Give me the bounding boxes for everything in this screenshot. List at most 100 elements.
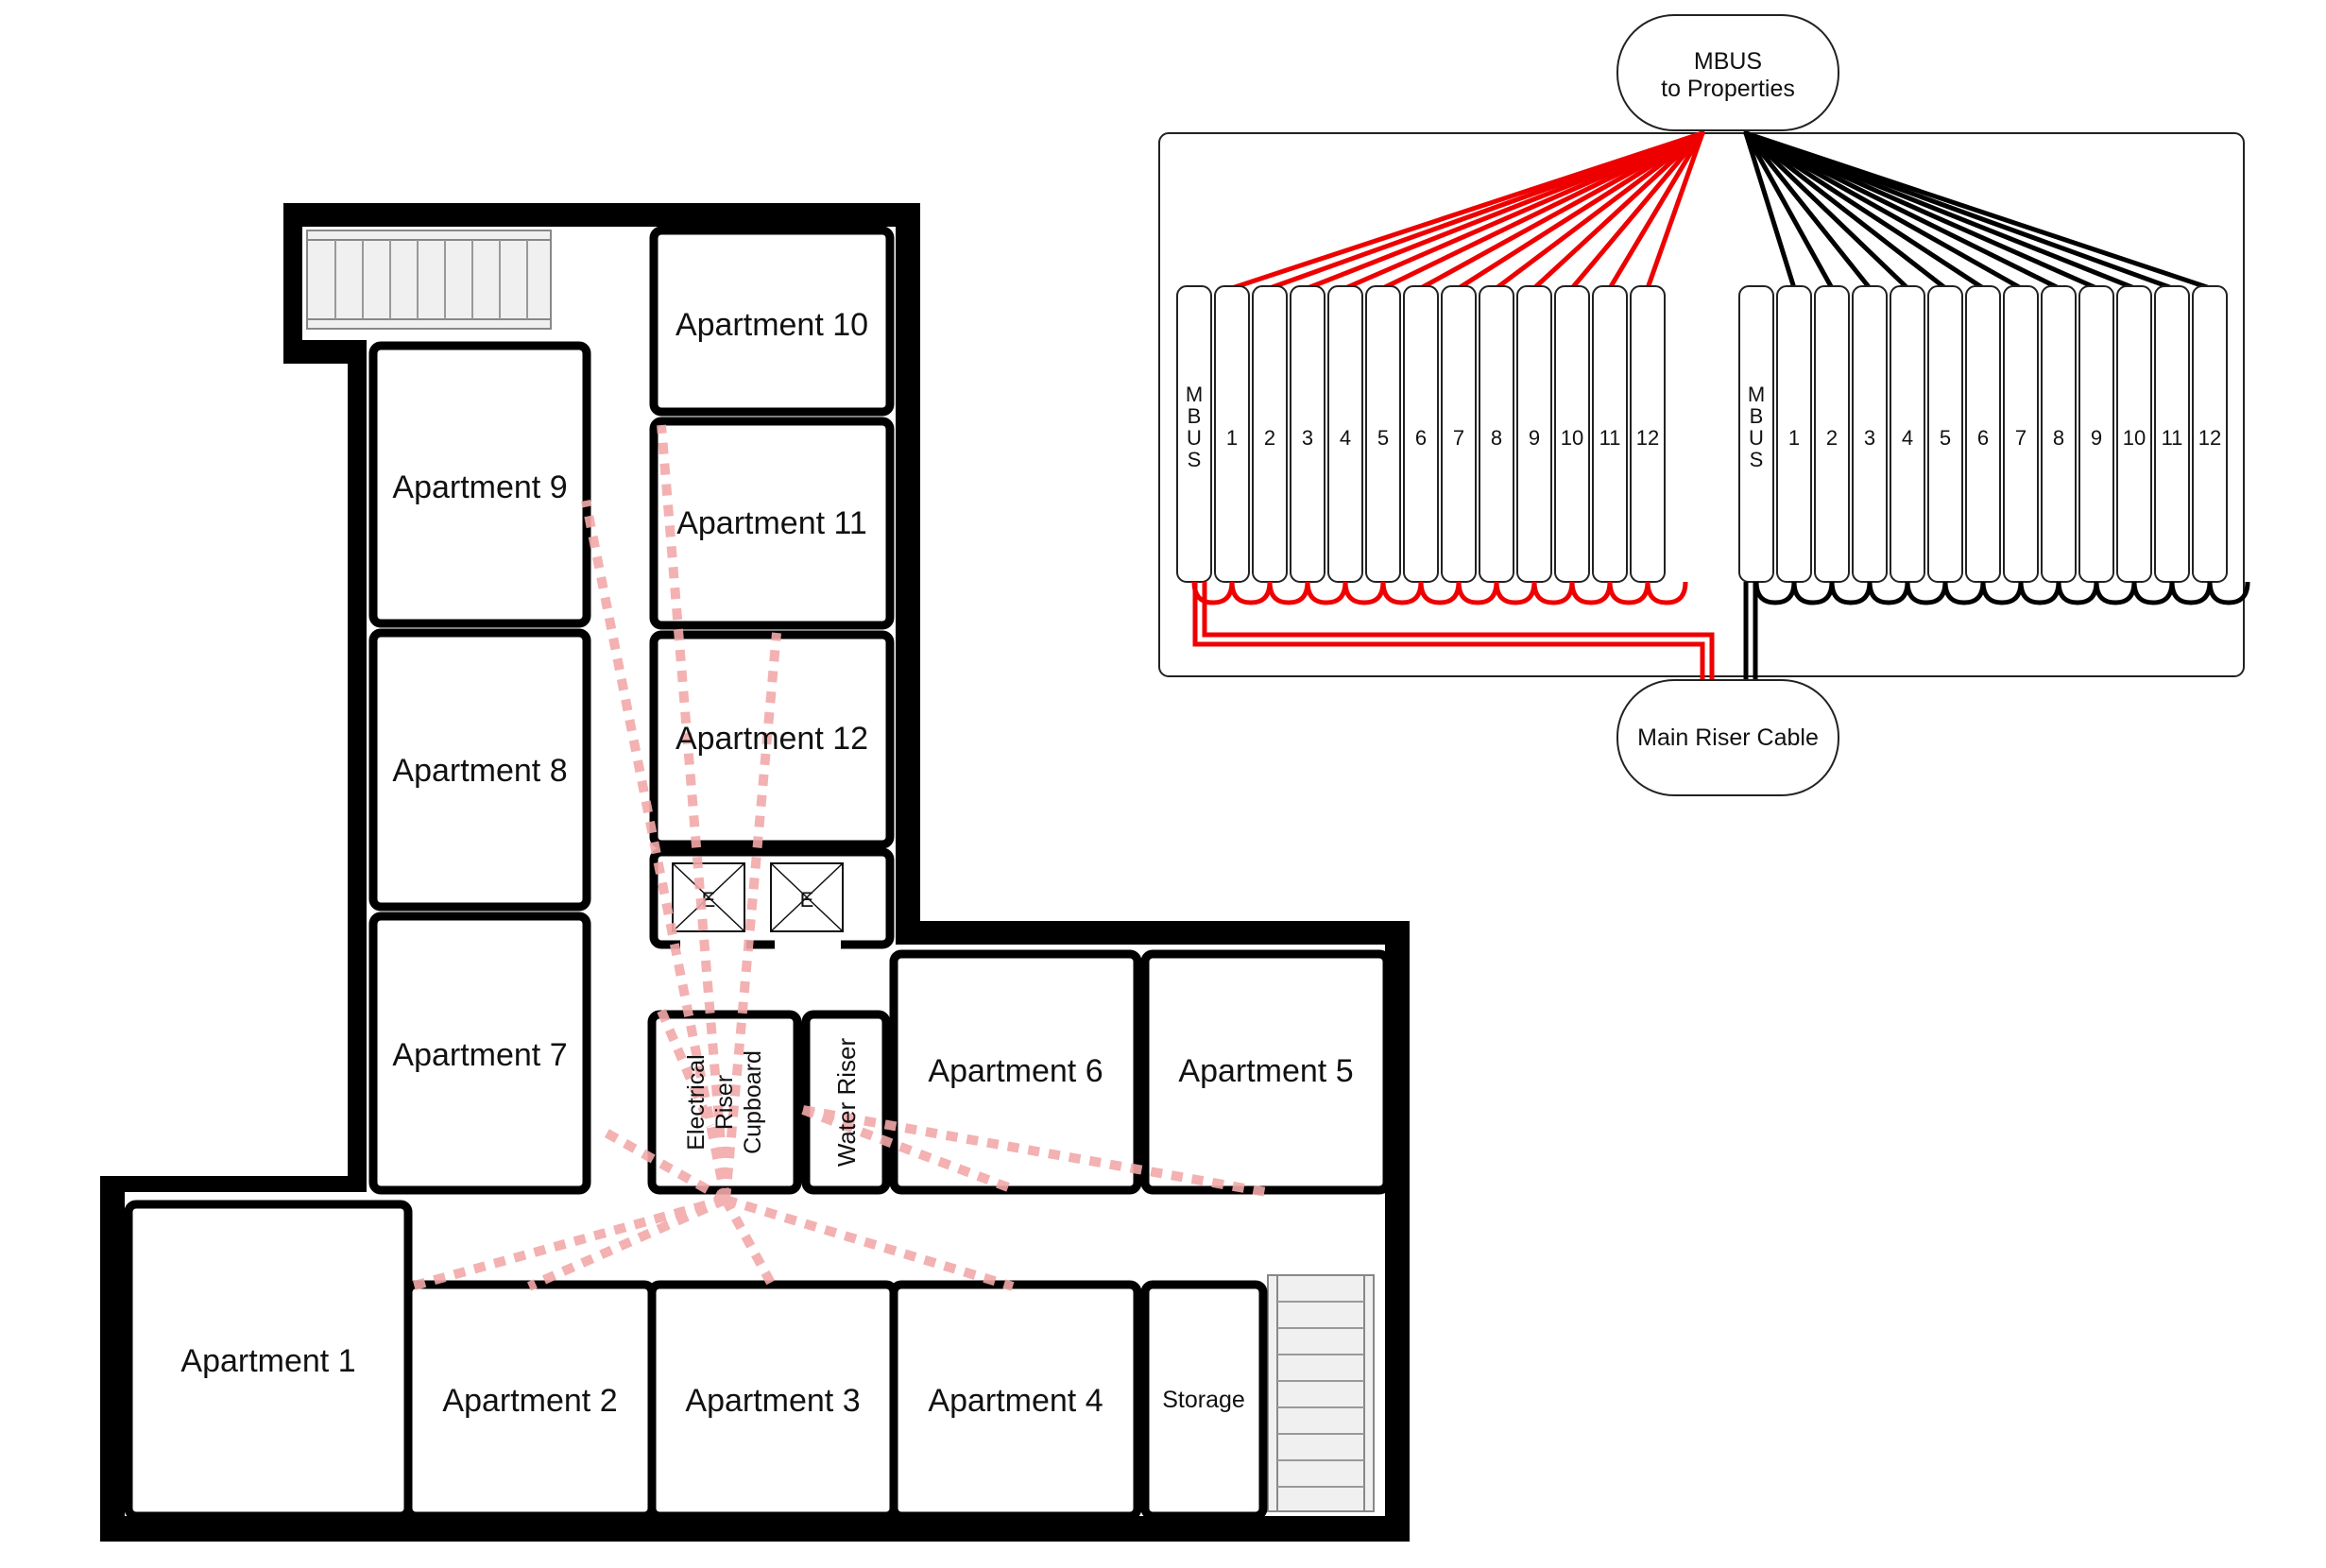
fan-wire-left-9 [1531,130,1705,291]
loop-wire-left [1229,581,1273,605]
fan-wire-right-5 [1743,130,1948,291]
fan-wire-right-2 [1743,130,1835,291]
elevator-right: E [770,862,844,932]
terminal-label-left-5: 5 [1377,426,1389,450]
terminal-label-left-1: 1 [1226,426,1238,450]
terminal-label-left-6: 6 [1415,426,1427,450]
terminal-label-right-1: 1 [1788,426,1800,450]
loop-wire-left [1380,581,1424,605]
fan-wire-right-1 [1743,130,1797,291]
label-electrical-line-1: Electrical [683,1054,710,1150]
fan-wire-right-7 [1743,130,2024,291]
loop-wires-left [1191,581,1688,605]
mbus-letter-left: B [1188,404,1202,428]
dashed-cable-runs [409,424,1267,1291]
loop-wire-left [1569,581,1613,605]
loop-wire-right [1905,581,1948,605]
loop-wire-right [2018,581,2061,605]
loop-wire-right [1942,581,1986,605]
fan-wire-right-12 [1743,130,2213,291]
terminal-label-left-7: 7 [1453,426,1464,450]
room-apartment-9 [368,341,591,628]
fan-wire-left-3 [1305,130,1705,291]
terminal-label-right-6: 6 [1977,426,1989,450]
staircase-bottom [1267,1274,1375,1512]
fan-wire-right-6 [1743,130,1986,291]
mbus-letter-left: S [1188,448,1202,471]
loop-wire-left [1305,581,1348,605]
mbus-letter-right: S [1750,448,1764,471]
terminal-label-right-10: 10 [2123,426,2146,450]
fan-wires-right [1743,130,2213,291]
loop-wire-right [1980,581,2024,605]
label-apartment-6: Apartment 6 [928,1053,1103,1089]
loop-wires-right [1753,581,2250,605]
terminal-label-right-12: 12 [2198,426,2221,450]
room-apartment-10 [649,226,895,417]
mbus-letter-right: B [1750,404,1764,428]
terminal-label-right-3: 3 [1864,426,1875,450]
fan-wire-right-3 [1743,130,1873,291]
node-mbus-to-properties [1616,14,1839,131]
terminal-label-right-2: 2 [1826,426,1838,450]
room-apartment-8 [368,628,591,912]
terminal-label-right-8: 8 [2053,426,2064,450]
fan-wire-right-8 [1743,130,2061,291]
loop-wire-left [1531,581,1575,605]
label-storage: Storage [1162,1387,1245,1413]
terminal-label-left-12: 12 [1636,426,1659,450]
loop-wire-right [2131,581,2175,605]
loop-wire-right [1753,581,1797,605]
terminal-label-left-3: 3 [1302,426,1313,450]
loop-wire-right [2094,581,2137,605]
loop-wire-left [1607,581,1650,605]
fan-wire-left-7 [1456,130,1705,291]
fan-wire-left-6 [1418,130,1705,291]
terminal-label-right-9: 9 [2091,426,2102,450]
mbus-letter-left: M [1186,383,1203,406]
room-apartment-11 [649,417,895,630]
floor-plan: E E Apartment 10 Apartment 11 Apartm [100,203,1410,1542]
terminal-label-left-4: 4 [1340,426,1351,450]
fan-wire-left-5 [1380,130,1705,291]
terminal-label-right-11: 11 [2162,426,2183,450]
fan-wire-left-4 [1343,130,1705,291]
room-apartment-7 [368,912,591,1195]
terminal-label-right-5: 5 [1940,426,1951,450]
room-apartment-6 [889,949,1142,1195]
label-apartment-8: Apartment 8 [392,753,567,789]
loop-wire-right [1791,581,1835,605]
label-apartment-10: Apartment 10 [676,307,868,343]
label-apartment-1: Apartment 1 [180,1343,355,1379]
loop-wire-left [1456,581,1499,605]
room-apartment-5 [1140,949,1392,1195]
node-mbus-line-2: to Properties [1661,76,1795,102]
label-apartment-4: Apartment 4 [928,1383,1103,1419]
terminal-label-right-7: 7 [2015,426,2027,450]
elevator-left: E [672,862,745,932]
fan-wire-left-10 [1569,130,1705,291]
terminal-label-left-9: 9 [1529,426,1540,450]
loop-wire-right [1867,581,1910,605]
terminal-label-left-8: 8 [1491,426,1502,450]
loop-wire-left [1494,581,1537,605]
label-electrical-line-2: Riser [711,1075,738,1130]
terminal-label-left-2: 2 [1264,426,1275,450]
room-apartment-4 [889,1280,1142,1521]
label-apartment-2: Apartment 2 [442,1383,617,1419]
mbus-letter-right: M [1748,383,1765,406]
label-apartment-12: Apartment 12 [676,721,868,757]
loop-wire-left [1418,581,1462,605]
fan-wires-left [1229,130,1705,291]
node-main-riser-label: Main Riser Cable [1637,724,1819,751]
mbus-letter-left: U [1187,426,1202,450]
loop-wire-right [2169,581,2213,605]
fan-wire-right-4 [1743,130,1910,291]
label-apartment-11: Apartment 11 [676,505,867,541]
label-apartment-9: Apartment 9 [392,469,567,505]
fan-wire-left-8 [1494,130,1705,291]
